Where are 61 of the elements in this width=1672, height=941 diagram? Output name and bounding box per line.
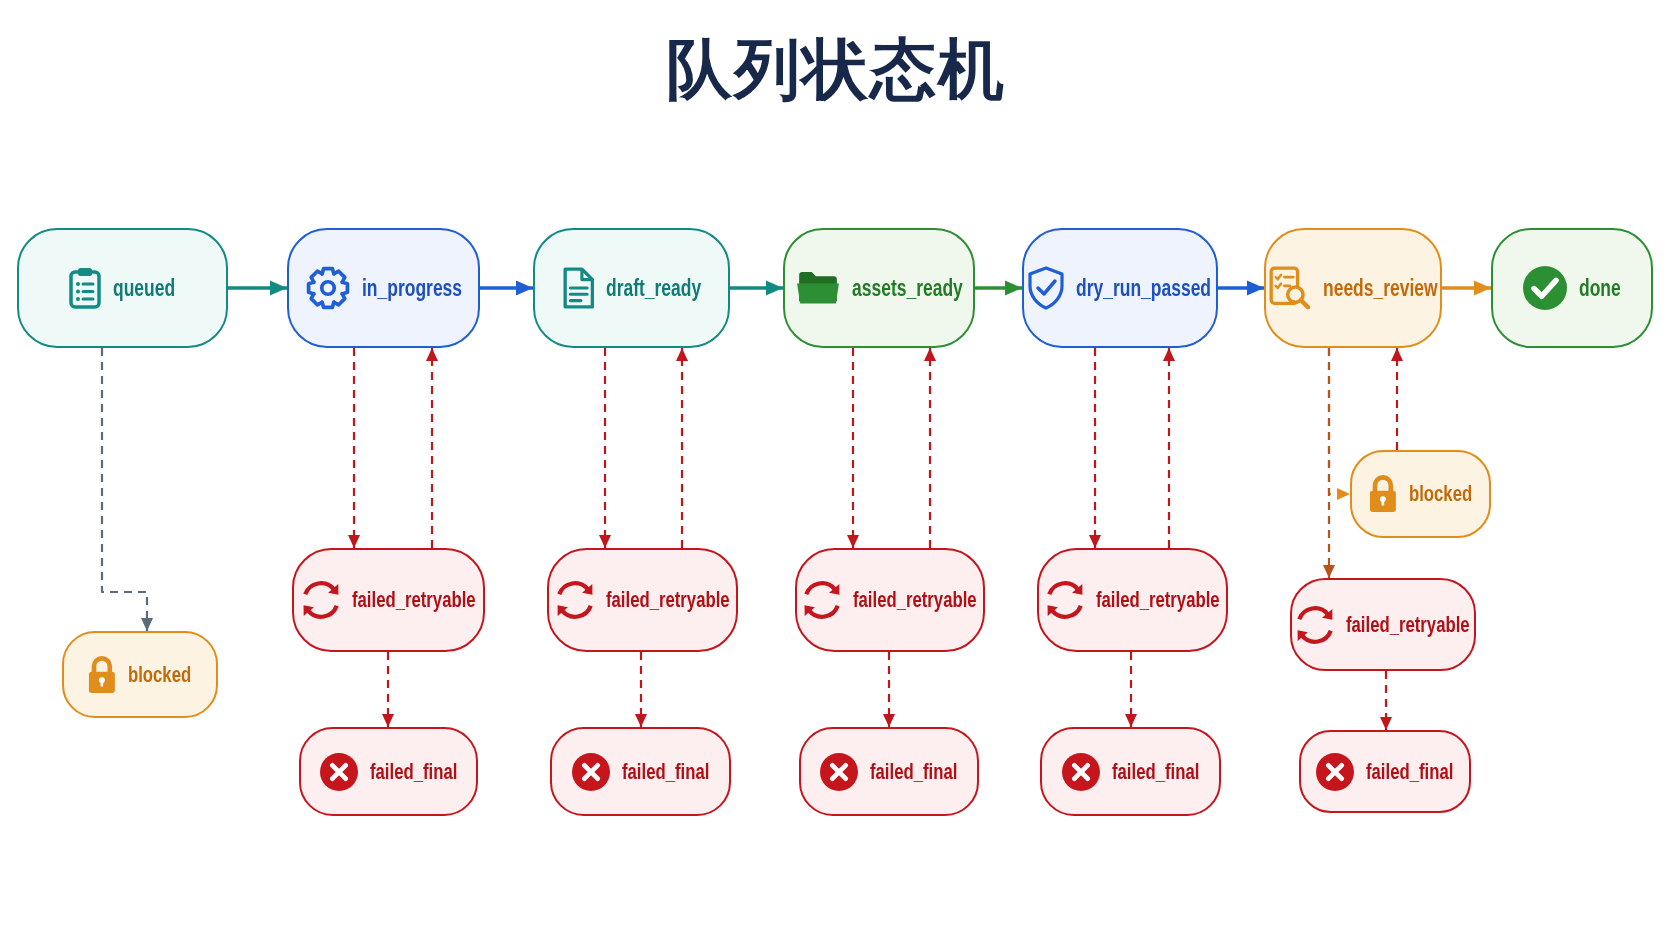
state-label: assets_ready xyxy=(851,274,963,302)
state-node xyxy=(287,228,480,348)
state-node xyxy=(783,228,975,348)
state-node xyxy=(795,548,985,652)
dashed-arrow xyxy=(1391,348,1403,450)
dashed-arrow xyxy=(599,348,611,548)
state-node xyxy=(533,228,730,348)
state-label: draft_ready xyxy=(606,274,702,302)
dashed-arrow xyxy=(847,348,859,548)
state-label: failed_final xyxy=(1111,758,1200,785)
state-node xyxy=(299,727,478,816)
arrow xyxy=(480,280,533,296)
dashed-arrow xyxy=(1089,348,1101,548)
arrow xyxy=(975,280,1022,296)
dashed-arrow xyxy=(883,652,895,727)
state-label: queued xyxy=(113,274,176,302)
state-label: failed_final xyxy=(621,758,710,785)
state-node xyxy=(1299,730,1471,813)
state-node xyxy=(1290,578,1476,671)
state-node xyxy=(1040,727,1221,816)
arrow xyxy=(228,280,287,296)
state-label: in_progress xyxy=(361,274,462,302)
state-node xyxy=(17,228,228,348)
state-label: blocked xyxy=(128,661,192,688)
dashed-arrow xyxy=(1380,671,1392,730)
state-node xyxy=(799,727,979,816)
state-node xyxy=(547,548,738,652)
state-label: done xyxy=(1579,274,1621,302)
dashed-arrow xyxy=(1163,348,1175,548)
state-node xyxy=(1350,450,1491,538)
state-node xyxy=(62,631,218,718)
arrow xyxy=(1218,280,1264,296)
dashed-arrow xyxy=(676,348,688,548)
state-label: dry_run_passed xyxy=(1076,274,1212,302)
dashed-arrow xyxy=(924,348,936,548)
arrow xyxy=(1442,280,1491,296)
dashed-arrow xyxy=(382,652,394,727)
state-node xyxy=(1491,228,1653,348)
dashed-arrow xyxy=(426,348,438,548)
state-node xyxy=(1037,548,1228,652)
state-label: needs_review xyxy=(1322,274,1438,302)
state-label: failed_retryable xyxy=(853,587,977,613)
state-node xyxy=(550,727,731,816)
dashed-arrow xyxy=(1323,348,1335,578)
state-node xyxy=(1264,228,1442,348)
state-label: failed_retryable xyxy=(1346,611,1470,638)
state-label: failed_retryable xyxy=(351,587,476,613)
state-label: failed_retryable xyxy=(605,587,730,613)
arrow xyxy=(730,280,783,296)
state-label: blocked xyxy=(1408,481,1472,507)
dashed-arrow xyxy=(1125,652,1137,727)
dashed-arrow xyxy=(100,348,153,631)
state-label: failed_final xyxy=(369,758,458,785)
state-node xyxy=(292,548,485,652)
diagram-title: 队列状态机 xyxy=(666,34,1006,107)
state-label: failed_retryable xyxy=(1095,587,1220,613)
state-label: failed_final xyxy=(870,758,958,785)
state-node xyxy=(1022,228,1218,348)
dashed-arrow xyxy=(635,652,647,727)
state-label: failed_final xyxy=(1366,758,1454,785)
dashed-arrow xyxy=(348,348,360,548)
